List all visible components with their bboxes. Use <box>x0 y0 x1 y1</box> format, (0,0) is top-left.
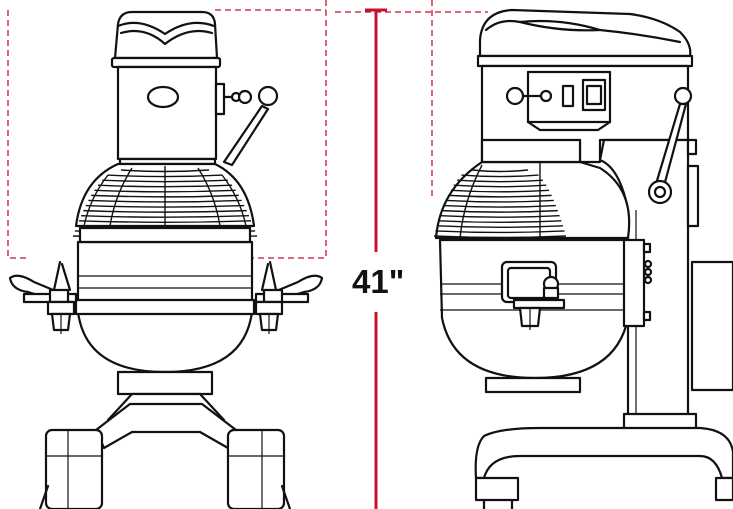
front-bowl-arm-left <box>8 260 78 334</box>
side-foot-left <box>474 476 520 502</box>
front-bowl-arm-right <box>254 260 324 334</box>
cage-ring <box>442 209 558 213</box>
front-foot-left <box>44 428 104 509</box>
cage-ring <box>438 220 562 223</box>
side-safety-guard <box>433 138 631 240</box>
front-safety-guard <box>72 162 258 239</box>
cage-ring <box>446 199 554 203</box>
cage-ring <box>435 230 565 234</box>
front-badge <box>146 85 180 109</box>
cage-ring <box>461 174 539 178</box>
height-dimension-guides <box>7 0 488 259</box>
cage-ring <box>457 179 543 183</box>
cage-ring <box>450 189 550 193</box>
side-foot-right <box>714 476 733 502</box>
cage-ring <box>444 204 556 208</box>
cage-ring <box>440 214 560 218</box>
front-bowl <box>74 240 256 396</box>
cage-ring <box>471 169 529 173</box>
front-shift-lever <box>222 104 270 167</box>
side-bowl <box>438 238 653 394</box>
cage-ring <box>437 225 563 229</box>
height-dimension-line <box>365 8 387 509</box>
front-base <box>38 392 292 509</box>
front-head-cap <box>113 10 219 60</box>
cage-ring <box>453 184 547 188</box>
side-base <box>474 412 733 509</box>
cage-ring <box>433 235 567 239</box>
front-foot-right <box>226 428 286 509</box>
height-dimension-label: 41" <box>352 263 404 300</box>
side-view-mixer <box>433 8 733 509</box>
side-head-cap <box>478 8 692 58</box>
front-head-body <box>116 65 218 161</box>
front-view-mixer <box>8 10 324 509</box>
timer-switch <box>561 84 575 108</box>
speed-knob <box>505 86 525 106</box>
